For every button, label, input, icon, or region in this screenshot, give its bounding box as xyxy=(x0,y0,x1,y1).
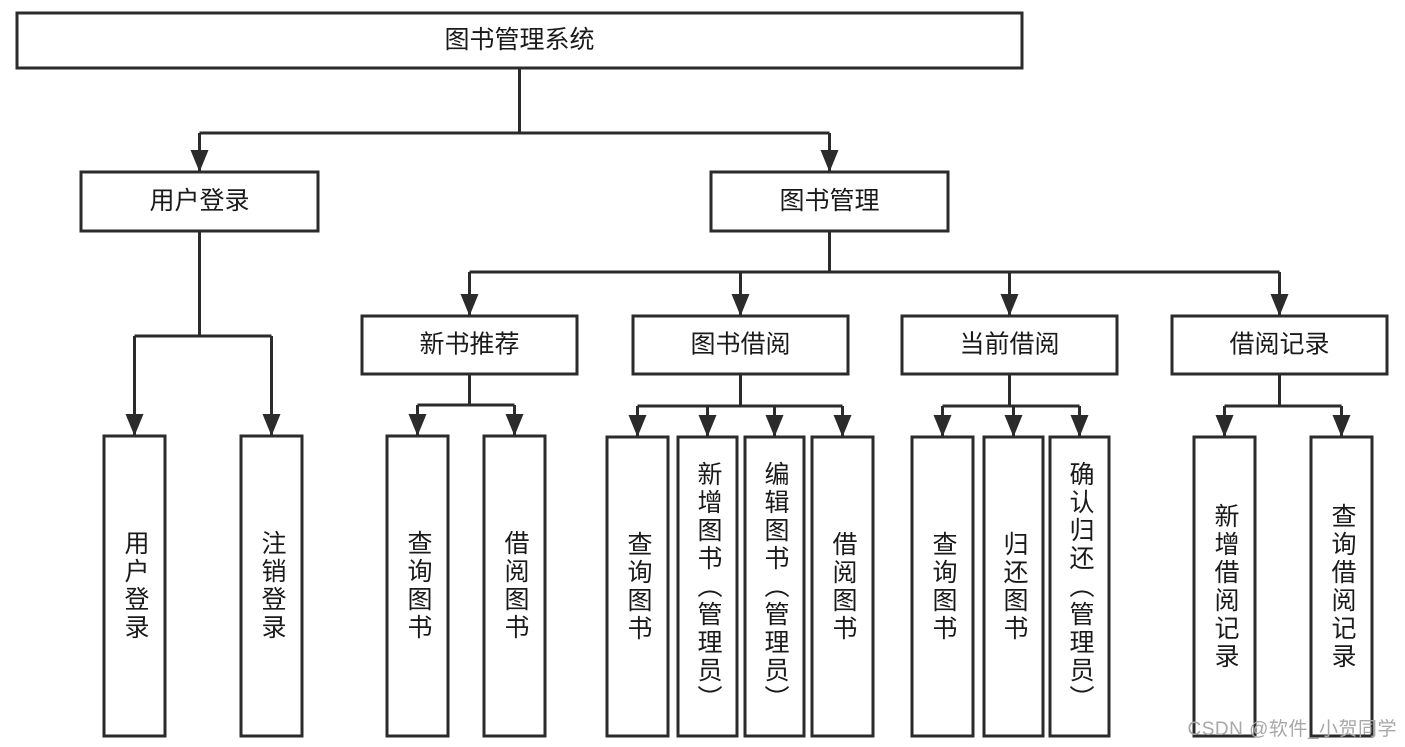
node-box-new-book-recommend[interactable] xyxy=(360,314,579,376)
connector-layer xyxy=(125,68,1351,437)
node-box-current-borrow[interactable] xyxy=(900,314,1119,376)
node-label-book-borrow: 图书借阅 xyxy=(690,331,790,359)
node-box-root[interactable] xyxy=(15,11,1024,70)
arrow-head-icon xyxy=(262,414,281,436)
node-box-leaf-borrow-book-rec[interactable] xyxy=(482,434,547,738)
node-label-book-manage: 图书管理 xyxy=(779,187,879,215)
node-box-user-login[interactable] xyxy=(79,170,320,233)
node-label-new-book-recommend: 新书推荐 xyxy=(419,331,519,359)
arrow-head-icon xyxy=(1270,294,1289,316)
node-box-book-manage[interactable] xyxy=(709,170,950,233)
arrow-head-icon xyxy=(460,294,479,316)
arrow-head-icon xyxy=(731,294,750,316)
arrow-head-icon xyxy=(1215,415,1234,437)
node-box-leaf-query-book-borrow[interactable] xyxy=(605,435,670,738)
node-label-user-login: 用户登录 xyxy=(149,187,249,215)
node-label-current-borrow: 当前借阅 xyxy=(959,331,1059,359)
arrow-head-icon xyxy=(820,150,839,172)
node-box-leaf-add-borrow-record[interactable] xyxy=(1192,435,1257,738)
node-box-leaf-query-book-rec[interactable] xyxy=(385,434,450,738)
node-box-leaf-user-login[interactable] xyxy=(102,434,167,738)
node-label-root: 图书管理系统 xyxy=(444,26,594,54)
arrow-head-icon xyxy=(1000,294,1019,316)
arrow-head-icon xyxy=(1004,415,1023,437)
arrow-head-icon xyxy=(125,414,144,436)
node-label-borrow-record: 借阅记录 xyxy=(1229,331,1329,359)
node-box-leaf-borrow-book[interactable] xyxy=(810,435,875,738)
arrow-head-icon xyxy=(833,415,852,437)
arrow-head-icon xyxy=(765,415,784,437)
node-box-leaf-user-logout[interactable] xyxy=(239,434,304,738)
node-box-borrow-record[interactable] xyxy=(1170,314,1389,376)
arrow-head-icon xyxy=(1070,415,1089,437)
node-box-leaf-edit-book-admin[interactable] xyxy=(743,435,806,738)
arrow-head-icon xyxy=(190,150,209,172)
arrow-head-icon xyxy=(933,415,952,437)
node-box-leaf-return-book[interactable] xyxy=(982,435,1045,738)
arrow-head-icon xyxy=(628,415,647,437)
node-box-book-borrow[interactable] xyxy=(631,314,850,376)
arrow-head-icon xyxy=(505,414,524,436)
watermark-text: CSDN @软件_小贺同学 xyxy=(1187,719,1397,740)
arrow-head-icon xyxy=(408,414,427,436)
arrow-head-icon xyxy=(698,415,717,437)
node-box-layer xyxy=(15,11,1389,738)
node-box-leaf-add-book-admin[interactable] xyxy=(676,435,739,738)
node-box-leaf-query-borrow-record[interactable] xyxy=(1309,435,1374,738)
node-box-leaf-query-book-current[interactable] xyxy=(910,435,975,738)
arrow-head-icon xyxy=(1332,415,1351,437)
node-box-leaf-confirm-return-admin[interactable] xyxy=(1048,435,1111,738)
